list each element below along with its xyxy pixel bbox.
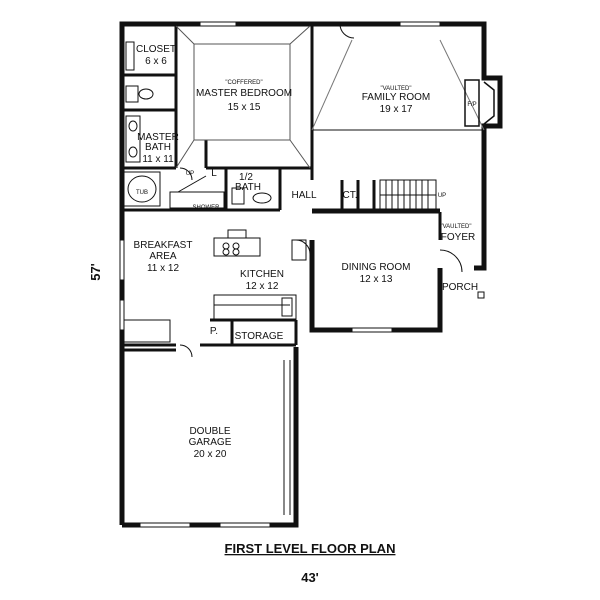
storage-label: STORAGE	[235, 331, 284, 342]
fireplace	[464, 79, 495, 127]
foyer-note: "VAULTED"	[440, 224, 471, 230]
garage-size: 20 x 20	[194, 449, 227, 460]
breakfast-name2: AREA	[149, 251, 177, 262]
doors	[179, 23, 463, 358]
porch-label: PORCH	[442, 282, 478, 293]
pantry-label: P.	[210, 326, 218, 337]
bath-l-label: L	[211, 168, 217, 179]
family-room-size: 19 x 17	[380, 104, 413, 115]
garage-door	[283, 360, 291, 515]
master-bedroom-size: 15 x 15	[228, 102, 261, 113]
half-bath-name1: 1/2	[239, 172, 253, 183]
fireplace-label: F/P	[467, 102, 476, 108]
closet-size: 6 x 6	[145, 56, 167, 67]
hall-label: HALL	[291, 190, 316, 201]
windows	[119, 21, 441, 528]
family-room-note: "VAULTED"	[380, 86, 411, 92]
foyer-name: FOYER	[441, 232, 475, 243]
family-room-name: FAMILY ROOM	[362, 92, 431, 103]
room-labels: CLOSET 6 x 6 "COFFERED" MASTER BEDROOM 1…	[134, 44, 479, 460]
master-bath-name1: MASTER	[137, 132, 179, 143]
garage-name1: DOUBLE	[189, 426, 230, 437]
width-dimension: 43'	[301, 570, 319, 585]
bath-up-label: UP	[186, 171, 194, 177]
master-bedroom-note: "COFFERED"	[225, 80, 262, 86]
shower-label: SHOWER	[193, 205, 221, 211]
half-bath-name2: BATH	[235, 182, 261, 193]
porch-post	[477, 291, 485, 299]
vaulted-ceiling-lines	[311, 39, 485, 131]
master-bedroom-name: MASTER BEDROOM	[196, 88, 292, 99]
kitchen-size: 12 x 12	[246, 281, 279, 292]
dining-size: 12 x 13	[360, 274, 393, 285]
closet-name: CLOSET	[136, 44, 176, 55]
interior-walls	[120, 24, 484, 352]
breakfast-name1: BREAKFAST	[134, 240, 193, 251]
staircase	[379, 179, 437, 211]
dining-name: DINING ROOM	[342, 262, 411, 273]
master-bath-size: 11 x 11	[142, 154, 174, 165]
master-bath-name2: BATH	[145, 142, 171, 153]
kitchen-fixtures	[123, 229, 307, 343]
breakfast-size: 11 x 12	[147, 263, 179, 274]
height-dimension: 57'	[88, 263, 103, 281]
garage-name2: GARAGE	[189, 437, 232, 448]
kitchen-name: KITCHEN	[240, 269, 284, 280]
plan-title: FIRST LEVEL FLOOR PLAN	[225, 541, 396, 556]
coat-closet-label: CT.	[343, 190, 358, 201]
stair-up-label: UP	[438, 193, 446, 199]
tub-label: TUB	[136, 190, 148, 196]
coffered-ceiling	[175, 25, 311, 169]
bath-fixtures	[123, 41, 272, 209]
